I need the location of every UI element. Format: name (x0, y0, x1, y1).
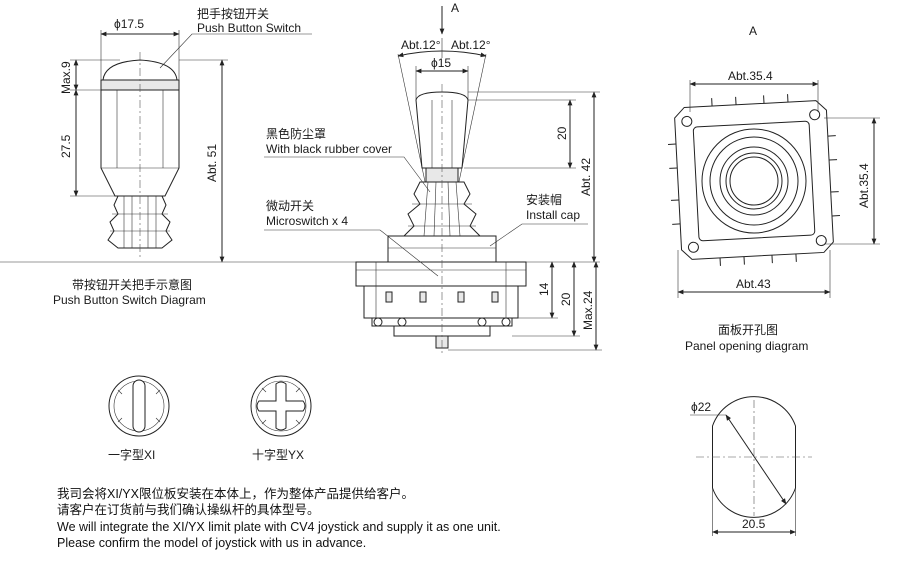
cutout-width-dim: 20.5 (742, 517, 766, 531)
install-cap-callout-en: Install cap (526, 208, 580, 222)
handle-height-dim: Abt. 42 (579, 158, 593, 196)
microswitch-callout-cn: 微动开关 (266, 199, 314, 213)
push-button-handle-view: ϕ17.5 Max.9 27.5 Abt. 51 把手按钮开关 Push But… (53, 6, 312, 307)
handle-diameter-dim: ϕ17.5 (114, 17, 144, 31)
view-a-label: A (749, 24, 757, 38)
microswitch-callout-en: Microswitch x 4 (266, 214, 348, 228)
limit-plate-yx: 十字型YX (250, 375, 312, 462)
knob-diameter-dim: ϕ15 (431, 56, 451, 70)
rubber-cover-callout-cn: 黑色防尘罩 (266, 126, 326, 141)
angle-right-dim: Abt.12° (451, 38, 491, 52)
handle-27-5-dim: 27.5 (59, 134, 73, 158)
panel-right-height-dim: Abt.35.4 (857, 163, 871, 208)
note-line-1: 我司会将XI/YX限位板安装在本体上，作为整体产品提供给客户。 (57, 487, 414, 501)
body-14-dim: 14 (537, 282, 551, 296)
handle-caption-en: Push Button Switch Diagram (53, 293, 206, 307)
note-line-2: 请客户在订货前与我们确认操纵杆的具体型号。 (57, 503, 320, 517)
panel-overall-width-dim: Abt.43 (736, 277, 771, 291)
panel-caption-en: Panel opening diagram (685, 339, 808, 353)
panel-view-a: A Abt.35.4 (667, 24, 880, 353)
view-arrow-label: A (451, 1, 459, 15)
yx-plate-label: 十字型YX (252, 447, 304, 462)
limit-plate-xi: 一字型XI (108, 375, 170, 462)
handle-max9-dim: Max.9 (59, 61, 73, 94)
install-cap-callout-cn: 安装帽 (526, 192, 562, 207)
body-max24-dim: Max.24 (581, 290, 595, 330)
handle-caption-cn: 带按钮开关把手示意图 (72, 277, 192, 292)
xi-plate-label: 一字型XI (108, 447, 155, 462)
panel-cutout: ϕ22 20.5 (690, 396, 812, 536)
panel-top-width-dim: Abt.35.4 (728, 69, 773, 83)
joystick-side-view: A Abt.12° Abt.12° ϕ15 (264, 1, 602, 356)
panel-caption-cn: 面板开孔图 (718, 323, 778, 337)
cutout-diameter-dim: ϕ22 (691, 400, 711, 414)
angle-left-dim: Abt.12° (401, 38, 441, 52)
rubber-cover-callout-en: With black rubber cover (266, 142, 392, 156)
note-line-4: Please confirm the model of joystick wit… (57, 536, 367, 550)
body-20-dim: 20 (559, 292, 573, 306)
knob-height-dim: 20 (555, 126, 569, 140)
note-line-3: We will integrate the XI/YX limit plate … (57, 520, 501, 534)
handle-abt51-dim: Abt. 51 (205, 144, 219, 182)
push-button-callout-cn: 把手按钮开关 (197, 6, 269, 21)
push-button-callout-en: Push Button Switch (197, 21, 301, 35)
